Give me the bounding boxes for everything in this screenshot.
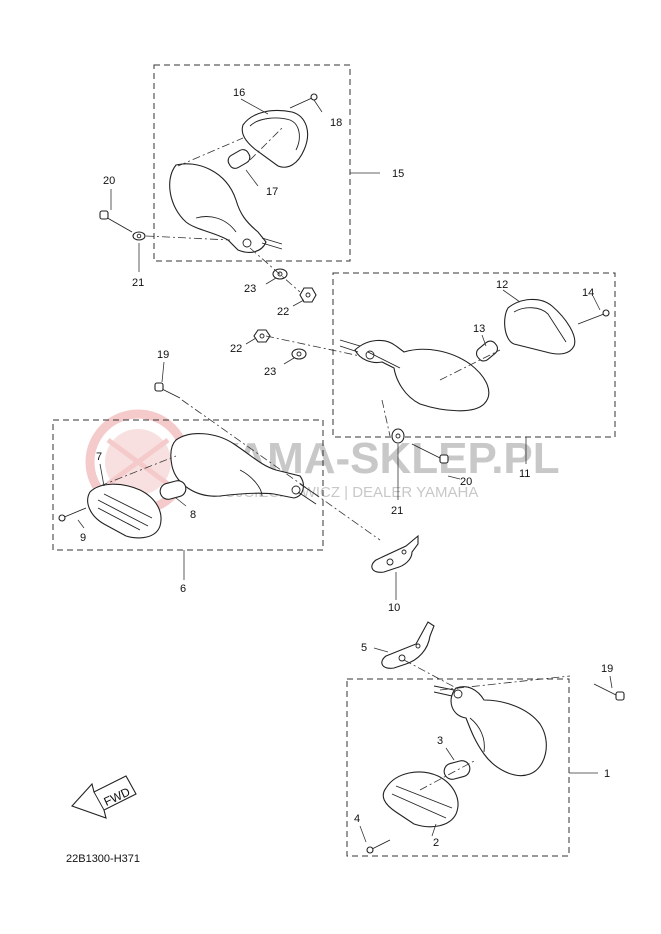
bolt-20-left [99, 210, 133, 233]
label-part-8: 8 [190, 509, 196, 521]
label-part-18: 18 [330, 117, 342, 129]
label-part-19a: 19 [157, 349, 169, 361]
group-box-15 [153, 64, 351, 262]
label-part-12: 12 [496, 279, 508, 291]
signal-assembly-6 [58, 433, 319, 539]
label-part-1: 1 [604, 768, 610, 780]
label-part-19b: 19 [601, 663, 613, 675]
diagram-code: 22B1300-H371 [66, 853, 140, 865]
label-part-17: 17 [266, 186, 278, 198]
label-part-13: 13 [473, 323, 485, 335]
label-part-4: 4 [354, 813, 360, 825]
label-part-20a: 20 [103, 175, 115, 187]
label-part-11: 11 [519, 468, 530, 480]
label-part-2: 2 [433, 837, 439, 849]
label-part-22b: 22 [230, 343, 242, 355]
label-part-23b: 23 [264, 366, 276, 378]
washer-23-lower [291, 348, 307, 360]
nut-22-upper [299, 287, 317, 303]
label-part-3: 3 [437, 735, 443, 747]
signal-assembly-15 [169, 93, 318, 253]
label-part-21b: 21 [391, 505, 403, 517]
label-part-21a: 21 [132, 277, 144, 289]
label-part-22a: 22 [277, 306, 289, 318]
washer-21-left [132, 231, 146, 241]
signal-assembly-1 [366, 685, 547, 854]
nut-22-lower [253, 329, 271, 343]
leader-lines [77, 98, 613, 843]
label-part-15: 15 [392, 168, 404, 180]
label-part-14: 14 [582, 287, 594, 299]
fwd-arrow: FWD [71, 775, 137, 819]
bracket-10 [371, 534, 419, 573]
bolt-19-lower [593, 683, 625, 701]
bracket-5 [381, 621, 435, 669]
label-part-5: 5 [361, 642, 367, 654]
part-labels: 15 16 18 17 20 21 23 22 22 23 12 13 14 1… [80, 87, 613, 849]
label-part-23a: 23 [244, 283, 256, 295]
label-part-6: 6 [180, 583, 186, 595]
signal-assembly-11 [339, 298, 610, 412]
label-part-20b: 20 [460, 476, 472, 488]
label-part-16: 16 [233, 87, 245, 99]
group-box-1 [346, 678, 570, 857]
bolt-20-right [411, 443, 449, 464]
label-part-10: 10 [388, 602, 400, 614]
group-box-6 [52, 419, 324, 551]
group-box-11 [332, 272, 616, 438]
label-part-9: 9 [80, 532, 86, 544]
bolt-19-upper [154, 382, 181, 399]
label-part-7: 7 [96, 451, 102, 463]
washer-21-right [391, 428, 405, 444]
